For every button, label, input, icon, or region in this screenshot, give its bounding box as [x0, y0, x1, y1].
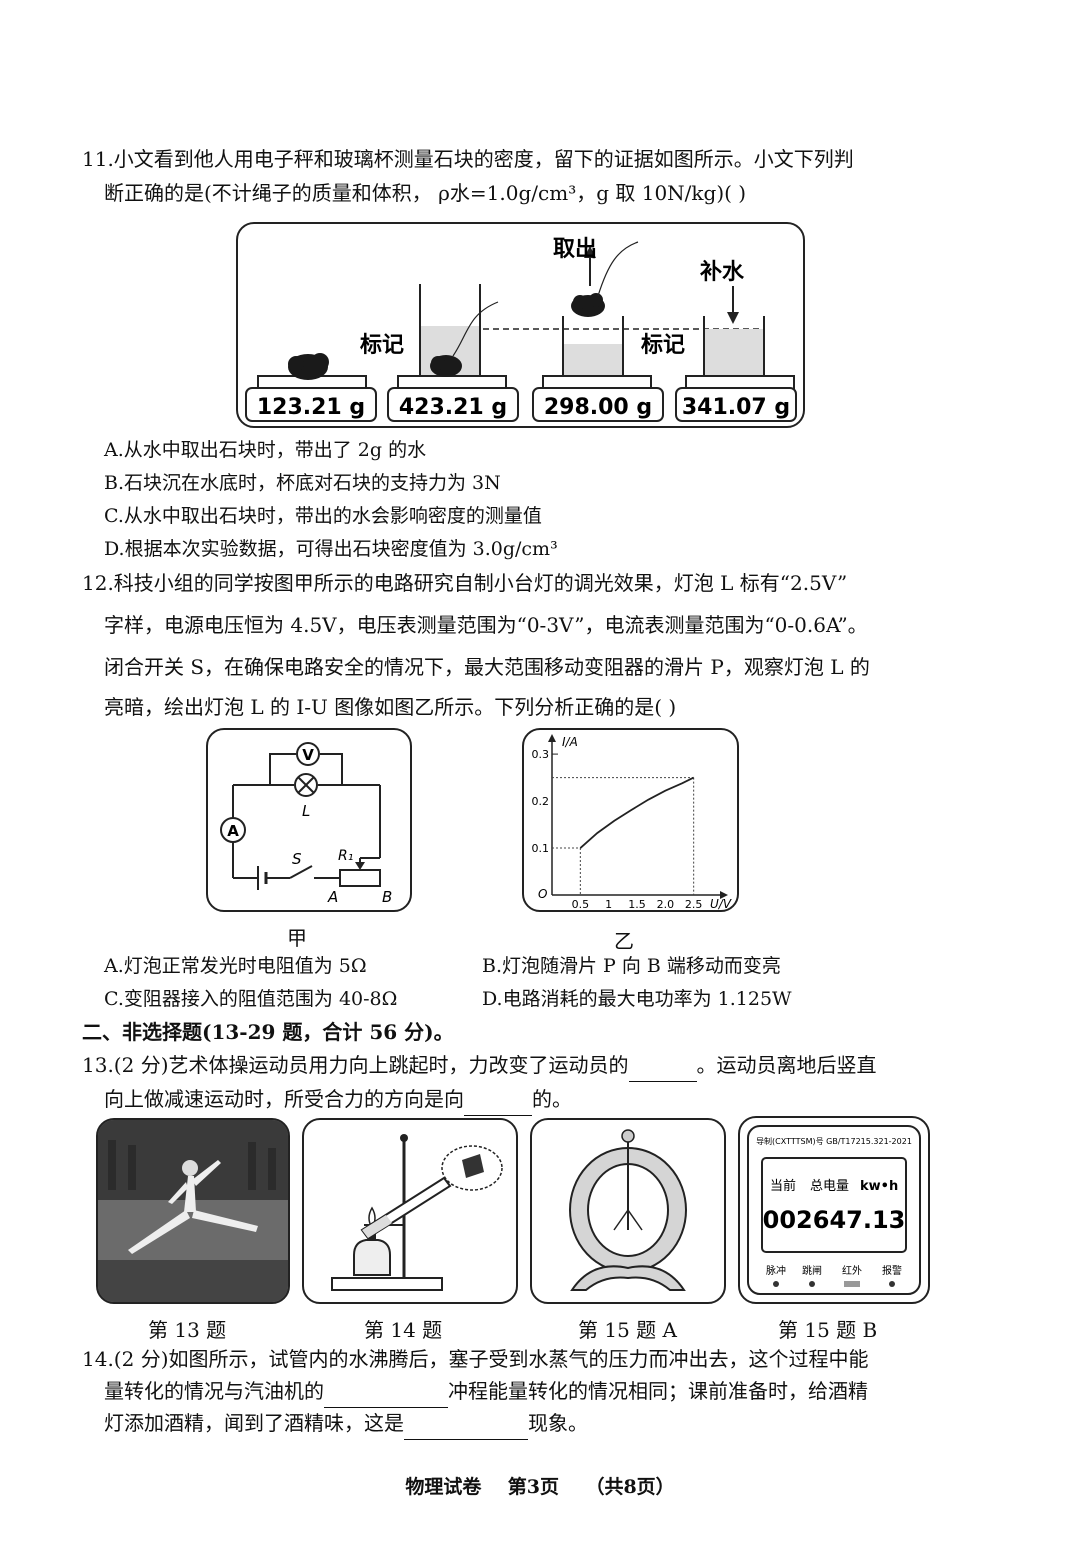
page-footer: 物理试卷 第3页 （共8页） [405, 1476, 675, 1498]
q13-blank-2[interactable] [464, 1091, 532, 1116]
ammeter-icon [220, 817, 246, 843]
x-tick-label: 1.5 [628, 898, 646, 910]
y-tick-label: 0.2 [532, 795, 550, 808]
q13-line1: 13.(2 分)艺术体操运动员用力向上跳起时，力改变了运动员的 。运动员离地后竖直 [82, 1048, 877, 1082]
y-tick-label: 0.3 [532, 748, 550, 761]
q13-text-1a: 13.(2 分)艺术体操运动员用力向上跳起时，力改变了运动员的 [82, 1053, 629, 1077]
q12-option-b: B.灯泡随滑片 P 向 B 端移动而变亮 [482, 955, 781, 977]
x-tick-label: 0.5 [572, 898, 590, 910]
circuit-svg: V A L S R₁ A B [220, 742, 392, 906]
rheostat-label: R₁ [338, 848, 353, 864]
q11-option-d: D.根据本次实验数据，可得出石块密度值为 3.0g/cm³ [104, 538, 558, 560]
scale-4 [675, 286, 797, 422]
switch-label: S [292, 850, 302, 868]
meter-unit: kw•h [860, 1179, 898, 1194]
iu-chart-svg: I/A U/V O 0.5 1 1.5 2.0 2.5 0.1 0.2 0.3 [532, 734, 732, 911]
reading-2: 423.21 g [399, 395, 507, 420]
q11-line2: 断正确的是(不计绳子的质量和体积， ρ水=1.0g/cm³，g 取 10N/kg… [104, 181, 747, 205]
end-b-label: B [382, 888, 392, 906]
scale-1 [245, 353, 377, 422]
origin-label: O [538, 887, 547, 901]
q14-text-2a: 量转化的情况与汽油机的 [104, 1379, 324, 1403]
q13-text-2a: 向上做减速运动时，所受合力的方向是向 [104, 1087, 464, 1111]
label-mark-2: 标记 [641, 332, 685, 358]
q14-text-2b: 冲程能量转化的情况相同；课前准备时，给酒精 [448, 1379, 868, 1403]
stopper-icon [462, 1154, 484, 1178]
meter-btn-ir: 红外 [842, 1264, 862, 1277]
y-axis-label: I/A [562, 735, 578, 749]
label-takeout: 取出 [553, 237, 597, 262]
ammeter-label: A [227, 822, 239, 840]
figure-15b-meter: 导制(CXTTTSM)号 GB/T17215.321-2021 当前 总电量 k… [738, 1116, 930, 1304]
scale-3 [532, 241, 664, 422]
end-a-label: A [327, 888, 338, 906]
ring-apparatus [569, 1129, 687, 1291]
gymnast-photo [98, 1120, 288, 1302]
q14-text-3a: 灯添加酒精，闻到了酒精味，这是 [104, 1411, 404, 1435]
x-axis-label: U/V [710, 897, 732, 910]
alcohol-lamp-icon [353, 1239, 391, 1276]
figure-test-tube [302, 1118, 518, 1304]
q11-option-a: A.从水中取出石块时，带出了 2g 的水 [104, 439, 427, 461]
x-tick-label: 2.0 [657, 898, 675, 910]
slider-arrow-icon [355, 862, 365, 870]
meter-btn-pulse: 脉冲 [766, 1264, 786, 1277]
q12-option-d: D.电路消耗的最大电功率为 1.125W [482, 988, 792, 1010]
meter-btn-alarm: 报警 [882, 1264, 902, 1277]
reading-3: 298.00 g [544, 395, 652, 420]
meter-btn-trip: 跳闸 [802, 1264, 822, 1277]
q14-text-3b: 现象。 [528, 1411, 588, 1435]
caption-15b: 第 15 题 B [778, 1318, 878, 1342]
q14-line1: 14.(2 分)如图所示，试管内的水沸腾后，塞子受到水蒸气的压力而冲出去，这个过… [82, 1347, 869, 1371]
q12-option-c: C.变阻器接入的阻值范围为 40-8Ω [104, 988, 398, 1010]
q11-option-b: B.石块沉在水底时，杯底对石块的支持力为 3N [104, 472, 501, 494]
meter-label-current: 当前 [770, 1178, 796, 1194]
reading-4: 341.07 g [682, 395, 790, 420]
q12-line4: 亮暗，绘出灯泡 L 的 I-U 图像如图乙所示。下列分析正确的是( ) [104, 695, 677, 719]
q12-line2: 字样，电源电压恒为 4.5V，电压表测量范围为“0-3V”，电流表测量范围为“0… [104, 613, 868, 637]
q13-blank-1[interactable] [628, 1057, 697, 1082]
scale-2 [387, 284, 519, 422]
figure-gymnast [96, 1118, 290, 1304]
q12-line1: 12.科技小组的同学按图甲所示的电路研究自制小台灯的调光效果，灯泡 L 标有“2… [82, 571, 848, 595]
q11-option-c: C.从水中取出石块时，带出的水会影响密度的测量值 [104, 505, 542, 527]
q13-text-2b: 的。 [532, 1087, 572, 1111]
y-tick-label: 0.1 [532, 842, 550, 855]
caption-14: 第 14 题 [364, 1318, 443, 1342]
meter-label-total: 总电量 [810, 1179, 849, 1194]
energy-meter: 导制(CXTTTSM)号 GB/T17215.321-2021 当前 总电量 k… [747, 1125, 921, 1295]
q11-figure: 取出 补水 标记 标记 123.21 g 423.21 g 298.00 g 3… [236, 222, 805, 428]
q14-blank-1[interactable] [324, 1383, 448, 1408]
caption-13: 第 13 题 [148, 1318, 227, 1342]
q12-option-a: A.灯泡正常发光时电阻值为 5Ω [104, 955, 367, 977]
meter-top-text: 导制(CXTTTSM)号 GB/T17215.321-2021 [756, 1136, 912, 1146]
caption-15a: 第 15 题 A [578, 1318, 677, 1342]
label-mark-1: 标记 [360, 332, 404, 358]
q12-line3: 闭合开关 S，在确保电路安全的情况下，最大范围移动变阻器的滑片 P，观察灯泡 L… [104, 655, 870, 679]
voltmeter-label: V [302, 746, 314, 764]
circuit-diagram: V A L S R₁ A B [206, 728, 412, 912]
label-addwater: 补水 [699, 260, 745, 285]
q11-line1: 11.小文看到他人用电子秤和玻璃杯测量石块的密度，留下的证据如图所示。小文下列判 [82, 147, 854, 171]
q11-figure-svg: 取出 补水 标记 标记 123.21 g 423.21 g 298.00 g 3… [245, 237, 797, 422]
iu-curve [579, 776, 695, 849]
meter-reading: 002647.13 [763, 1206, 906, 1234]
q13-line2: 向上做减速运动时，所受合力的方向是向 的。 [104, 1082, 572, 1116]
q13-text-1b: 。运动员离地后竖直 [696, 1053, 877, 1077]
section-heading: 二、非选择题(13-29 题，合计 56 分)。 [82, 1020, 454, 1044]
caption-jia: 甲 [287, 926, 307, 950]
reading-1: 123.21 g [257, 395, 365, 420]
meter-display [761, 1157, 907, 1253]
lamp-label: L [302, 802, 310, 820]
q14-line2: 量转化的情况与汽油机的 冲程能量转化的情况相同；课前准备时，给酒精 [104, 1374, 868, 1408]
figure-15a [530, 1118, 726, 1304]
q14-line3: 灯添加酒精，闻到了酒精味，这是 现象。 [104, 1406, 588, 1440]
x-tick-label: 1 [605, 898, 612, 910]
x-tick-label: 2.5 [685, 898, 703, 910]
caption-yi: 乙 [614, 929, 634, 953]
q14-blank-2[interactable] [404, 1415, 528, 1440]
iu-chart: I/A U/V O 0.5 1 1.5 2.0 2.5 0.1 0.2 0.3 [522, 728, 739, 912]
test-tube-diagram [331, 1134, 503, 1291]
voltmeter-icon [296, 742, 320, 766]
